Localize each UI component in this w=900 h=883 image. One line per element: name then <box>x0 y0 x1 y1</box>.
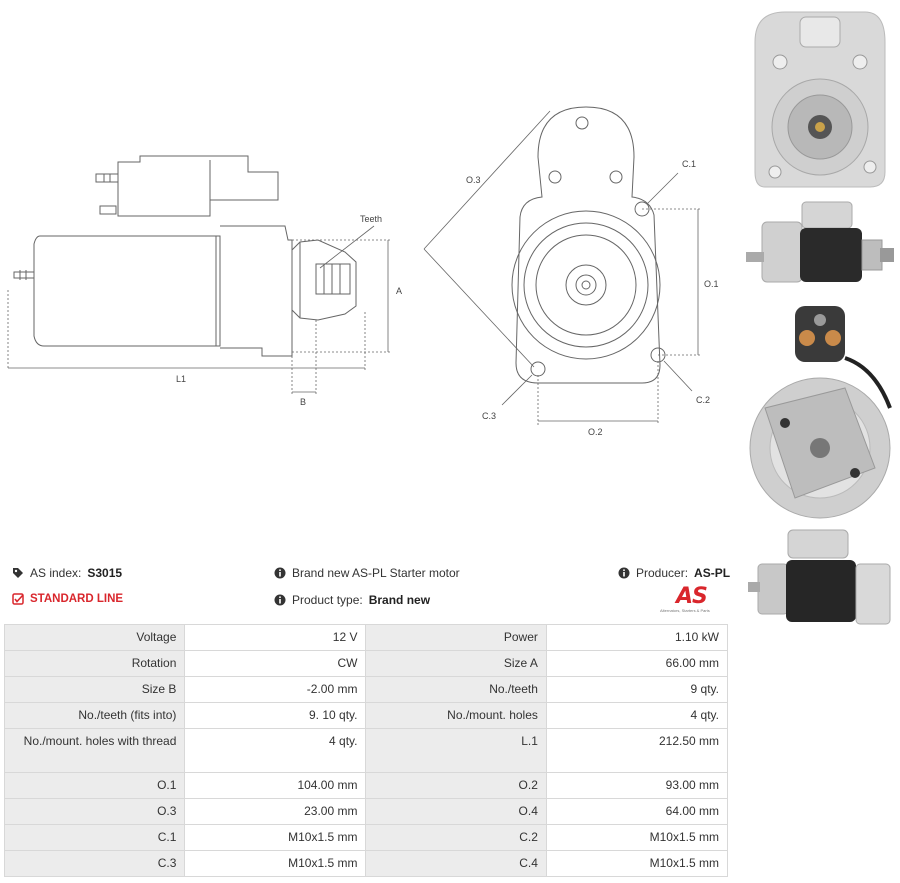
table-row: O.1 104.00 mm O.2 93.00 mm <box>3 772 729 799</box>
logo-mark: AS <box>676 584 708 609</box>
size-b-label: B <box>300 397 306 407</box>
as-pl-logo: AS Alternators, Starters & Parts <box>658 584 730 614</box>
table-row: No./teeth (fits into) 9. 10 qty. No./mou… <box>3 702 729 729</box>
spec-label: No./teeth <box>365 676 547 703</box>
spec-label: No./mount. holes <box>365 702 547 729</box>
product-photo-angle <box>748 529 891 625</box>
side-view-drawing: Teeth A B L1 <box>7 155 402 407</box>
brand-info: Brand new AS-PL Starter motor <box>274 566 460 580</box>
as-index-label: AS index: <box>30 566 82 580</box>
product-type-value: Brand new <box>368 593 431 607</box>
o3-label: O.3 <box>466 175 481 185</box>
o2-label: O.2 <box>588 427 603 437</box>
producer: Producer: AS-PL <box>618 566 730 580</box>
tag-icon <box>13 568 23 578</box>
table-row: Voltage 12 V Power 1.10 kW <box>3 624 729 651</box>
spec-label: C.1 <box>3 824 186 851</box>
spec-label: L.1 <box>365 728 547 773</box>
spec-value: 104.00 mm <box>184 772 367 799</box>
table-row: Rotation CW Size A 66.00 mm <box>3 650 729 677</box>
spec-value: M10x1.5 mm <box>184 824 367 851</box>
producer-value: AS-PL <box>694 566 731 580</box>
info-icon <box>274 594 286 606</box>
logo-tagline: Alternators, Starters & Parts <box>660 608 710 613</box>
spec-label: C.4 <box>365 850 547 877</box>
spec-label: O.2 <box>365 772 547 799</box>
producer-label: Producer: <box>636 566 689 580</box>
standard-line-badge: STANDARD LINE <box>12 593 123 605</box>
c3-label: C.3 <box>482 411 496 421</box>
spec-label: O.3 <box>3 798 186 825</box>
spec-label: Size B <box>3 676 186 703</box>
spec-value: 9. 10 qty. <box>184 702 367 729</box>
spec-value: M10x1.5 mm <box>184 850 367 877</box>
spec-label: Voltage <box>3 624 186 651</box>
length-l1-label: L1 <box>176 374 186 384</box>
size-a-label: A <box>396 286 402 296</box>
spec-value: 64.00 mm <box>545 798 729 825</box>
table-row: C.1 M10x1.5 mm C.2 M10x1.5 mm <box>3 824 729 851</box>
product-photo-front <box>754 11 886 188</box>
check-square-icon <box>12 593 24 605</box>
product-type-label: Product type: <box>292 593 363 607</box>
as-index-value: S3015 <box>87 566 123 580</box>
spec-value: 93.00 mm <box>545 772 729 799</box>
spec-label: Rotation <box>3 650 186 677</box>
c1-label: C.1 <box>682 159 696 169</box>
spec-value: 23.00 mm <box>184 798 367 825</box>
spec-label: O.4 <box>365 798 547 825</box>
info-icon <box>618 567 630 579</box>
spec-label: C.3 <box>3 850 186 877</box>
table-row: O.3 23.00 mm O.4 64.00 mm <box>3 798 729 825</box>
table-row: Size B -2.00 mm No./teeth 9 qty. <box>3 676 729 703</box>
product-photo-rear <box>749 306 892 519</box>
spec-value: 9 qty. <box>545 676 729 703</box>
front-view-drawing: O.3 C.1 O.1 C.2 C.3 O.2 <box>423 106 719 437</box>
standard-line-label: STANDARD LINE <box>30 593 124 605</box>
spec-label: Power <box>365 624 547 651</box>
c2-label: C.2 <box>696 395 710 405</box>
spec-value: 12 V <box>184 624 367 651</box>
spec-value: M10x1.5 mm <box>545 824 729 851</box>
spec-value: CW <box>184 650 367 677</box>
table-row: No./mount. holes with thread 4 qty. L.1 … <box>3 728 729 773</box>
spec-value: M10x1.5 mm <box>545 850 729 877</box>
spec-value: 66.00 mm <box>545 650 729 677</box>
as-index: AS index: S3015 <box>12 566 122 580</box>
spec-label: C.2 <box>365 824 547 851</box>
spec-value: 4 qty. <box>545 702 729 729</box>
spec-table: Voltage 12 V Power 1.10 kW Rotation CW S… <box>3 624 729 877</box>
spec-value: 212.50 mm <box>545 728 729 773</box>
o1-label: O.1 <box>704 279 719 289</box>
spec-value: -2.00 mm <box>184 676 367 703</box>
spec-label: O.1 <box>3 772 186 799</box>
spec-value: 4 qty. <box>184 728 367 773</box>
spec-label: Size A <box>365 650 547 677</box>
product-type: Product type: Brand new <box>274 593 430 607</box>
brand-text: Brand new AS-PL Starter motor <box>292 566 460 580</box>
table-row: C.3 M10x1.5 mm C.4 M10x1.5 mm <box>3 850 729 877</box>
spec-value: 1.10 kW <box>545 624 729 651</box>
spec-label: No./teeth (fits into) <box>3 702 186 729</box>
info-icon <box>274 567 286 579</box>
teeth-label: Teeth <box>360 214 382 224</box>
spec-label: No./mount. holes with thread <box>3 728 186 773</box>
product-photo-side <box>746 201 894 283</box>
